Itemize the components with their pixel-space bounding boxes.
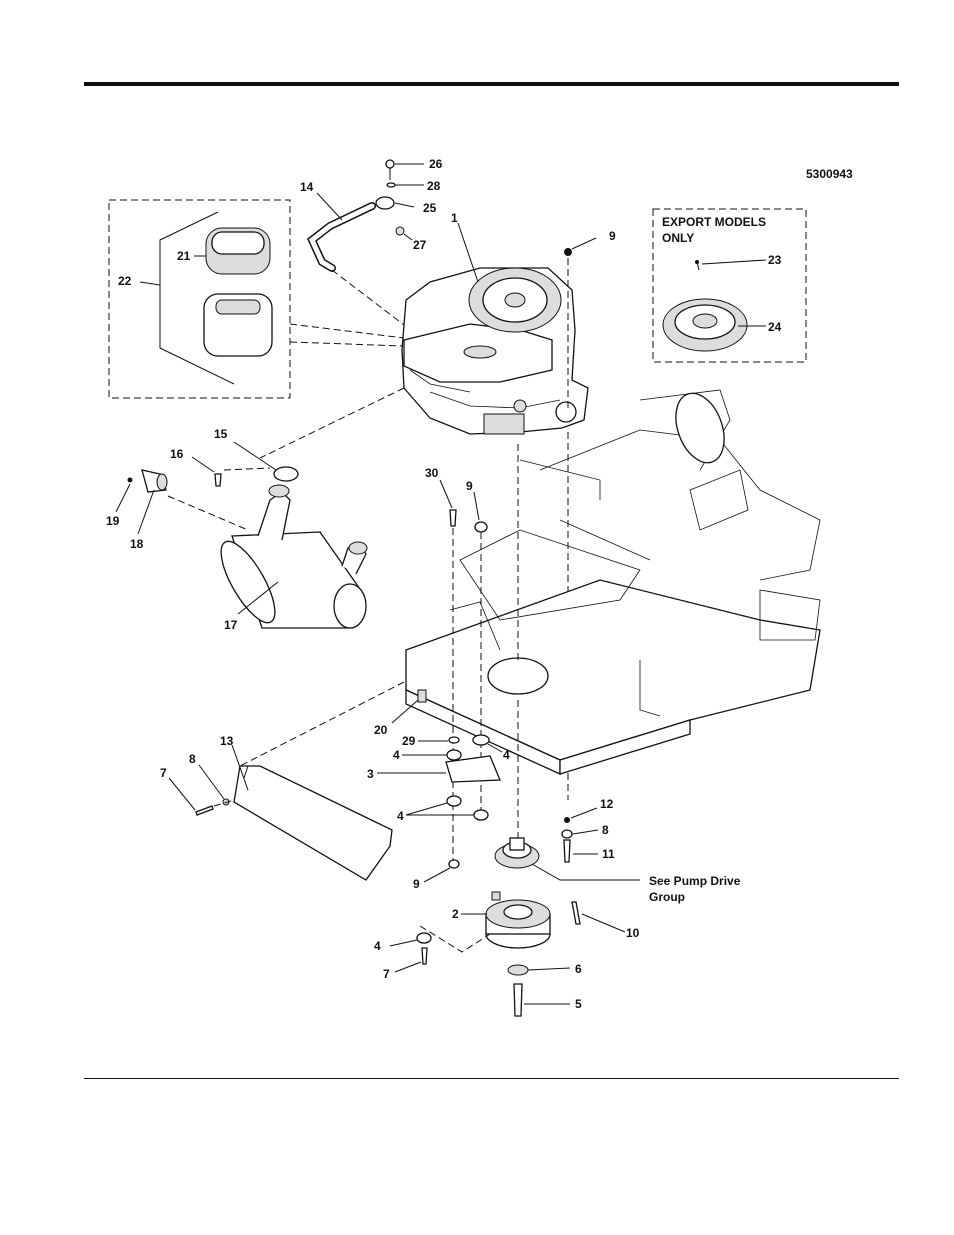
deflector-13: [234, 766, 392, 880]
bolt-7-left: [196, 806, 213, 815]
callout-30: 30: [425, 466, 439, 480]
callout-11: 11: [602, 847, 615, 861]
washer-9-mid: [475, 522, 487, 532]
screw-16: [215, 474, 221, 486]
callout-16: 16: [170, 447, 184, 461]
callout-8b: 8: [602, 823, 609, 837]
figure-id: 5300943: [806, 167, 853, 181]
muffler-end: [334, 584, 366, 628]
callout-25: 25: [423, 201, 437, 215]
callout-2: 2: [452, 907, 459, 921]
key-10: [572, 902, 580, 924]
spacer-20: [418, 690, 426, 702]
washer-4b: [473, 735, 489, 745]
washer-4d: [474, 810, 488, 820]
bolt-11: [564, 840, 570, 862]
pump-note-2: Group: [649, 890, 685, 904]
callout-27: 27: [413, 238, 427, 252]
washer-4-left: [417, 933, 431, 943]
pto-clutch: [486, 892, 550, 948]
callout-6: 6: [575, 962, 582, 976]
washer-28: [387, 183, 395, 187]
air-filter-group: [109, 200, 404, 398]
bolt-7-low: [422, 948, 427, 964]
pump-note-1: See Pump Drive: [649, 874, 741, 888]
callout-1: 1: [451, 211, 458, 225]
callout-15: 15: [214, 427, 228, 441]
nut-27: [396, 227, 404, 235]
callout-9c: 9: [413, 877, 420, 891]
callout-17: 17: [224, 618, 238, 632]
nut-12: [564, 817, 570, 823]
screw-19: [128, 478, 133, 483]
callout-14: 14: [300, 180, 314, 194]
chassis-frame: [406, 387, 820, 774]
callout-4d: 4: [374, 939, 381, 953]
washer-9-low: [449, 860, 459, 868]
callout-26: 26: [429, 157, 443, 171]
callout-19: 19: [106, 514, 120, 528]
top-rule: [84, 82, 899, 86]
callout-18: 18: [130, 537, 144, 551]
callout-4c: 4: [397, 809, 404, 823]
callout-23: 23: [768, 253, 782, 267]
callout-10: 10: [626, 926, 640, 940]
screw-26: [386, 160, 394, 168]
callout-9b: 9: [466, 479, 473, 493]
callout-7b: 7: [383, 967, 390, 981]
washer-4c: [447, 796, 461, 806]
engine: [402, 223, 588, 434]
export-models-box: EXPORT MODELS ONLY: [653, 209, 806, 362]
bolt-30: [450, 510, 456, 526]
callout-29: 29: [402, 734, 416, 748]
washer-4a: [447, 750, 461, 760]
washer-8-right: [562, 830, 572, 838]
bottom-rule: [84, 1078, 899, 1079]
callout-13: 13: [220, 734, 234, 748]
callout-4b: 4: [503, 748, 510, 762]
washer-6: [508, 965, 528, 975]
callout-5: 5: [575, 997, 582, 1011]
callout-24: 24: [768, 320, 782, 334]
muffler-group: [116, 442, 367, 630]
export-title-1: EXPORT MODELS: [662, 215, 766, 229]
nut-9-top: [564, 248, 572, 256]
callout-9a: 9: [609, 229, 616, 243]
hose-clamp: [376, 197, 394, 209]
callout-8a: 8: [189, 752, 196, 766]
callout-12: 12: [600, 797, 614, 811]
callout-28: 28: [427, 179, 441, 193]
export-title-2: ONLY: [662, 231, 694, 245]
callout-7a: 7: [160, 766, 167, 780]
gasket-15: [274, 467, 298, 481]
callout-4a: 4: [393, 748, 400, 762]
washer-29: [449, 737, 459, 743]
callout-20: 20: [374, 723, 388, 737]
callout-21: 21: [177, 249, 191, 263]
bolt-5: [514, 984, 522, 1016]
callout-22: 22: [118, 274, 132, 288]
callout-3: 3: [367, 767, 374, 781]
